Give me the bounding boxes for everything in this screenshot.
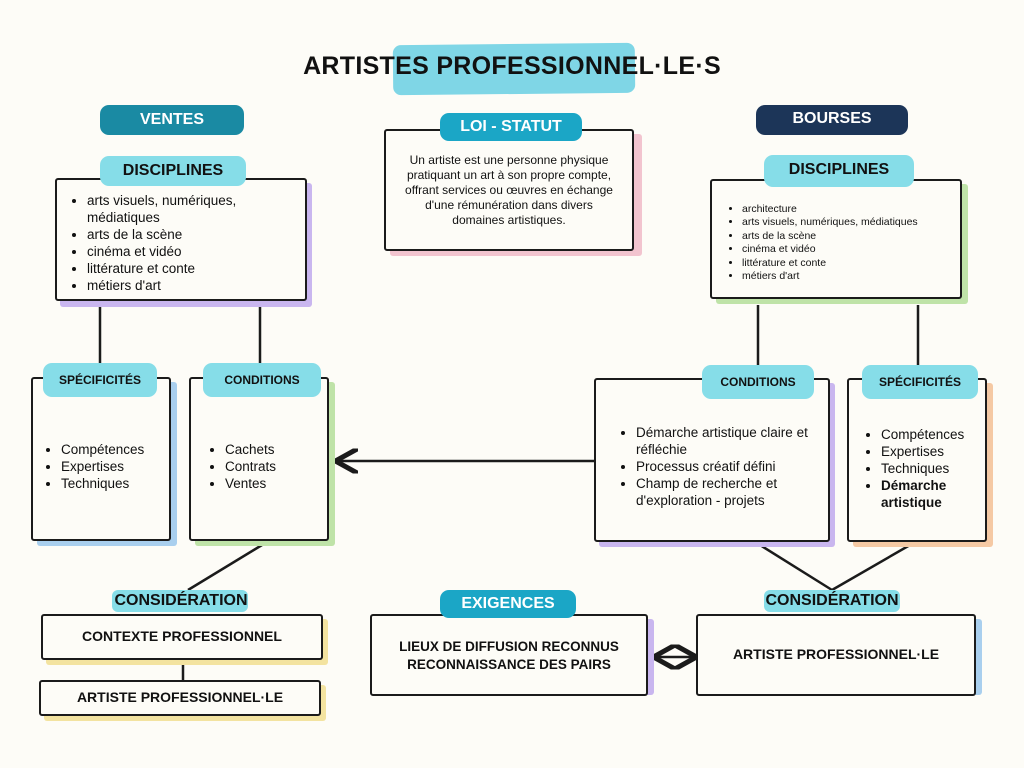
loi-box: Un artiste est une personne physique pra… [384, 129, 634, 251]
list-item: métiers d'art [742, 270, 952, 283]
list-item: Techniques [61, 475, 163, 492]
ventes-specificites-list: Compétences Expertises Techniques [41, 441, 163, 492]
ventes-specificites-box: Compétences Expertises Techniques [31, 377, 171, 541]
ventes-label: VENTES [100, 105, 244, 135]
list-item: arts de la scène [742, 230, 952, 243]
line-ventes-cond-to-consideration [187, 543, 263, 592]
list-item: arts visuels, numériques, médiatiques [87, 192, 295, 226]
ventes-disciplines-list: arts visuels, numériques, médiatiques ar… [67, 192, 295, 294]
list-item: métiers d'art [87, 277, 295, 294]
contexte-box: CONTEXTE PROFESSIONNEL [41, 614, 323, 660]
list-item: Démarche artistique [881, 477, 979, 511]
line-bourses-spec-to-consideration [831, 543, 911, 592]
bourses-consideration-highlight [764, 590, 900, 612]
list-item: littérature et conte [87, 260, 295, 277]
list-item: littérature et conte [742, 257, 952, 270]
list-item: cinéma et vidéo [87, 243, 295, 260]
ventes-consideration-label: CONSIDÉRATION [114, 592, 248, 609]
list-item: arts visuels, numériques, médiatiques [742, 216, 952, 229]
loi-label: LOI - STATUT [440, 113, 582, 141]
bourses-disciplines-box: architecture arts visuels, numériques, m… [710, 179, 962, 299]
bourses-label: BOURSES [756, 105, 908, 135]
list-item: Contrats [225, 458, 321, 475]
ventes-conditions-box: Cachets Contrats Ventes [189, 377, 329, 541]
list-item: Expertises [61, 458, 163, 475]
list-item: Champ de recherche et d'exploration - pr… [636, 475, 818, 509]
list-item: cinéma et vidéo [742, 243, 952, 256]
bourses-conditions-box: Démarche artistique claire et réfléchie … [594, 378, 830, 542]
ventes-specificites-label: SPÉCIFICITÉS [43, 363, 157, 397]
ventes-conditions-label: CONDITIONS [203, 363, 321, 397]
exigences-label: EXIGENCES [440, 590, 576, 618]
page-title: ARTISTES PROFESSIONNEL·LE·S [303, 52, 721, 80]
list-item: Processus créatif défini [636, 458, 818, 475]
list-item: Cachets [225, 441, 321, 458]
bourses-artiste-box: ARTISTE PROFESSIONNEL·LE [696, 614, 976, 696]
exigences-box: LIEUX DE DIFFUSION RECONNUS RECONNAISSAN… [370, 614, 648, 696]
bourses-conditions-label: CONDITIONS [702, 365, 814, 399]
ventes-consideration-highlight [112, 590, 248, 612]
bourses-specificites-box: Compétences Expertises Techniques Démarc… [847, 378, 987, 542]
list-item: architecture [742, 203, 952, 216]
ventes-artiste-box: ARTISTE PROFESSIONNEL·LE [39, 680, 321, 716]
bourses-disciplines-label: DISCIPLINES [764, 155, 914, 187]
list-item: Compétences [61, 441, 163, 458]
ventes-conditions-list: Cachets Contrats Ventes [205, 441, 321, 492]
list-item: arts de la scène [87, 226, 295, 243]
ventes-disciplines-label: DISCIPLINES [100, 156, 246, 186]
bourses-specificites-list: Compétences Expertises Techniques Démarc… [861, 426, 979, 511]
exigences-line-1: LIEUX DE DIFFUSION RECONNUS [399, 639, 619, 654]
loi-text: Un artiste est une personne physique pra… [405, 153, 613, 227]
list-item: Expertises [881, 443, 979, 460]
list-item: Ventes [225, 475, 321, 492]
bourses-disciplines-list: architecture arts visuels, numériques, m… [724, 203, 952, 283]
bourses-consideration-label: CONSIDÉRATION [765, 592, 899, 609]
list-item: Techniques [881, 460, 979, 477]
ventes-disciplines-box: arts visuels, numériques, médiatiques ar… [55, 178, 307, 301]
line-bourses-cond-to-consideration [759, 543, 833, 592]
bourses-specificites-label: SPÉCIFICITÉS [862, 365, 978, 399]
list-item: Démarche artistique claire et réfléchie [636, 424, 818, 458]
exigences-line-2: RECONNAISSANCE DES PAIRS [407, 657, 611, 672]
list-item: Compétences [881, 426, 979, 443]
bourses-conditions-list: Démarche artistique claire et réfléchie … [616, 424, 818, 509]
